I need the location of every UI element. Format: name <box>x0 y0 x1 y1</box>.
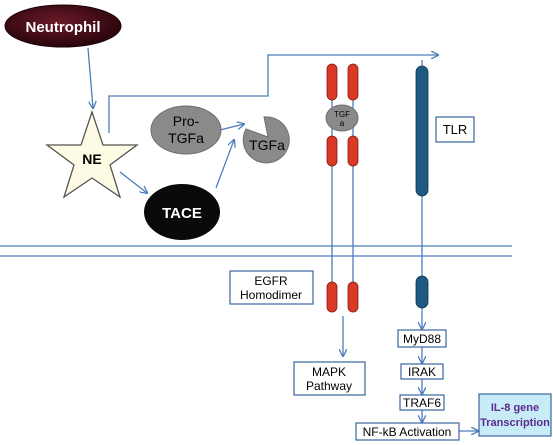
nfkb-box <box>355 422 460 441</box>
irak-box <box>400 363 444 380</box>
neutrophil-label: Neutrophil <box>26 19 101 36</box>
mapk-box <box>293 361 366 396</box>
traf6-label: TRAF6 <box>403 396 441 410</box>
egfr-right-mid-domain <box>347 135 359 167</box>
myd88-label: MyD88 <box>403 332 441 346</box>
arrow-protgfa-to-tgfa <box>219 124 244 131</box>
neutrophil-cell <box>4 4 122 48</box>
myd88-box <box>397 329 447 348</box>
egfr-label-line1: EGFR <box>254 274 288 288</box>
tgfa-label: TGFa <box>249 137 285 153</box>
ne-star <box>45 109 139 199</box>
egfr-right-top-domain <box>347 63 359 101</box>
egfr-label-box <box>229 270 314 305</box>
traf6-box <box>399 394 445 411</box>
mapk-label-line1: MAPK <box>312 365 346 379</box>
egfr-right-intracellular-domain <box>347 281 359 313</box>
pro-tgfa-label-line2: TGFa <box>168 130 204 146</box>
tgfa-bound-label-line2: a <box>340 119 345 128</box>
arrow-neutrophil-to-ne <box>87 47 93 108</box>
il8-label-line1: IL-8 gene <box>491 402 539 414</box>
irak-label: IRAK <box>408 365 436 379</box>
tgfa-bound-label-line1: TGF <box>334 110 350 119</box>
pro-tgfa-label-line1: Pro- <box>173 113 200 129</box>
tace-label: TACE <box>162 205 202 222</box>
tlr-label: TLR <box>443 122 468 137</box>
tgfa-cleaved-shape <box>242 116 290 164</box>
tgfa-bound-ligand <box>325 104 359 132</box>
ne-label: NE <box>82 151 101 167</box>
tace-shape <box>144 184 220 240</box>
pro-tgfa-shape <box>150 105 222 155</box>
tlr-intracellular-domain <box>415 275 429 309</box>
egfr-left-intracellular-domain <box>326 281 338 313</box>
egfr-left-top-domain <box>326 63 338 101</box>
il8-box <box>478 393 552 437</box>
arrow-ne-to-tace <box>119 171 147 193</box>
tlr-extracellular-domain <box>415 65 429 197</box>
arrow-ne-to-tlr <box>108 55 438 133</box>
arrow-tace-to-tgfa <box>215 140 234 189</box>
mapk-label-line2: Pathway <box>306 379 352 393</box>
il8-label-line2: Transcription <box>480 417 550 429</box>
egfr-left-mid-domain <box>326 135 338 167</box>
egfr-label-line2: Homodimer <box>240 288 302 302</box>
nfkb-label: NF-kB Activation <box>363 425 452 439</box>
tlr-label-box <box>435 116 475 143</box>
